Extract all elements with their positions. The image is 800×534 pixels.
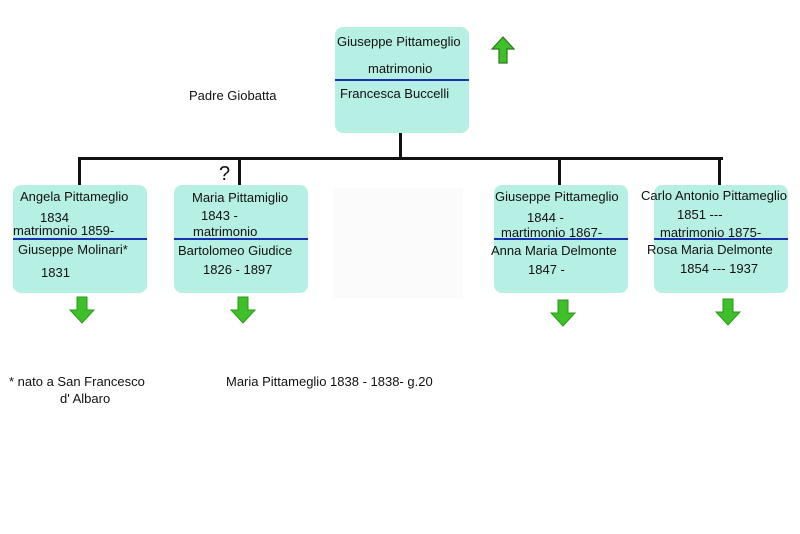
child-dates: 1843 - (201, 208, 238, 223)
child-spouse: Giuseppe Molinari* (18, 242, 128, 257)
child-marriage: matrimonio 1875- (660, 225, 762, 240)
child-marriage: martimonio 1867- (501, 225, 603, 240)
child-name: Angela Pittameglio (20, 189, 129, 204)
root-spouse: Francesca Buccelli (340, 86, 450, 101)
down-arrow-icon[interactable] (69, 296, 95, 324)
down-arrow-icon[interactable] (230, 296, 256, 324)
question-mark: ? (219, 163, 231, 185)
child-spouse-dates: 1854 --- 1937 (680, 261, 759, 276)
root-couple-box[interactable]: Giuseppe Pittameglio matrimonio Francesc… (335, 27, 469, 133)
child-marriage-line (174, 238, 308, 240)
child-spouse-dates: 1826 - 1897 (203, 262, 273, 277)
down-arrow-icon[interactable] (715, 298, 741, 326)
child-box-angela[interactable]: Angela Pittameglio 1834 matrimonio 1859-… (13, 185, 147, 293)
child-marriage: matrimonio (193, 224, 258, 239)
child-box-giuseppe[interactable]: Giuseppe Pittameglio 1844 - martimonio 1… (491, 185, 628, 293)
root-marriage: matrimonio (368, 61, 433, 76)
child-box-carlo[interactable]: Carlo Antonio Pittameglio 1851 --- matri… (641, 185, 788, 293)
note-maria: Maria Pittameglio 1838 - 1838- g.20 (226, 374, 433, 389)
root-connector (399, 132, 402, 159)
child-spouse-dates: 1847 - (528, 262, 565, 277)
child-name: Maria Pittamiglio (192, 190, 289, 205)
child-connector-2 (238, 157, 241, 187)
child-connector-1 (78, 157, 81, 187)
child-spouse-dates: 1831 (41, 265, 70, 280)
down-arrow-icon[interactable] (550, 299, 576, 327)
child-connector-3 (558, 157, 561, 187)
child-dates: 1851 --- (677, 207, 723, 222)
root-name: Giuseppe Pittameglio (337, 34, 461, 49)
footnote-line2: d' Albaro (60, 391, 111, 406)
sibling-bar (78, 157, 723, 160)
child-spouse: Anna Maria Delmonte (491, 243, 617, 258)
empty-slot (333, 188, 463, 298)
child-spouse: Rosa Maria Delmonte (647, 242, 773, 257)
child-marriage-line (494, 238, 628, 240)
child-name: Giuseppe Pittameglio (495, 189, 619, 204)
child-dates: 1834 (40, 210, 69, 225)
father-note: Padre Giobatta (189, 88, 277, 103)
child-marriage-line (13, 238, 147, 240)
child-box-maria[interactable]: Maria Pittamiglio 1843 - matrimonio Bart… (174, 185, 308, 293)
child-dates: 1844 - (527, 210, 564, 225)
footnote-line1: * nato a San Francesco (9, 374, 145, 389)
child-marriage-line (654, 238, 788, 240)
child-marriage: matrimonio 1859- (13, 223, 115, 238)
child-spouse: Bartolomeo Giudice (178, 243, 293, 258)
child-connector-4 (718, 157, 721, 187)
up-arrow-icon[interactable] (491, 36, 515, 64)
root-marriage-line (335, 79, 469, 81)
child-name: Carlo Antonio Pittameglio (641, 188, 787, 203)
